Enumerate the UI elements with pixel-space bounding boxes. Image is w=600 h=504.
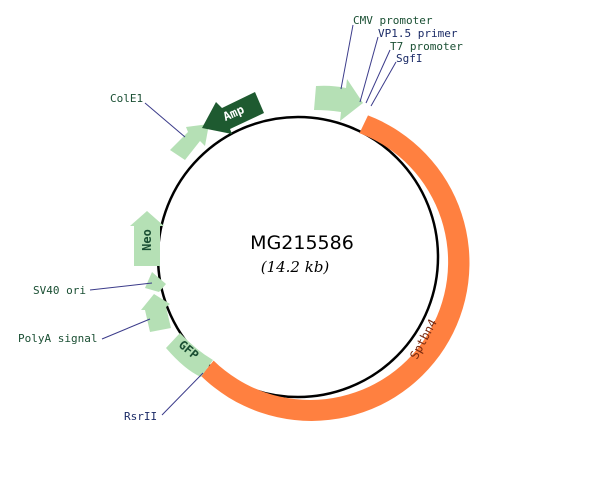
sv40-ori-arrow [145,272,166,292]
cole1-leader [144,102,186,138]
rsrii-leader [161,372,204,416]
plasmid-name: MG215586 [250,232,354,254]
neo-arrow [130,211,164,266]
polya-signal-leader [101,318,151,340]
polya-signal-arrow [141,294,171,332]
polya-signal-label: PolyA signal [18,332,97,345]
gfp-arrow [166,333,213,377]
cole1-label: ColE1 [110,92,143,105]
cmv-promoter-label: CMV promoter [353,14,433,27]
cole1-arrow [170,124,209,160]
rsrii-label: RsrII [124,410,157,423]
vp15-primer-label: VP1.5 primer [378,27,458,40]
sv40-ori-label: SV40 ori [33,284,86,297]
cmv-promoter-leader [340,24,354,90]
vp15-primer-leader [359,36,379,103]
t7-promoter-label: T7 promoter [390,40,463,53]
neo-label: Neo [140,229,154,251]
t7-promoter-leader [365,49,391,104]
sgfi-label: SgfI [396,52,423,65]
sv40-ori-leader [89,282,153,291]
sgfi-leader [370,61,397,107]
leader-lines [89,24,397,416]
plasmid-size: (14.2 kb) [261,258,330,276]
amp-arrow [202,92,264,134]
cmv-promoter-arrow [314,79,363,121]
sptbn4-arc [201,115,470,421]
